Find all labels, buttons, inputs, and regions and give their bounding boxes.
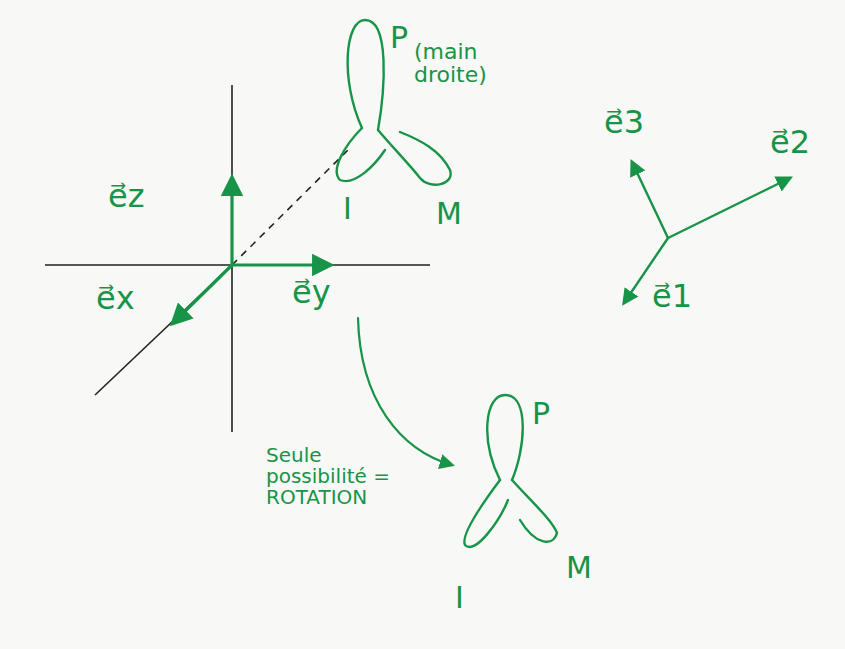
thumb-sketch: [487, 395, 522, 480]
dashed-axis: [232, 148, 350, 265]
middle-finger-sketch: [512, 480, 557, 542]
e2-vector: [668, 178, 790, 238]
e3-vector: [632, 162, 668, 238]
vertical-axis: [231, 85, 233, 432]
vector-label: e⃗z: [108, 180, 144, 214]
finger-letter: M: [566, 552, 592, 584]
horizontal-axis: [45, 264, 430, 266]
finger-letter: M: [436, 198, 462, 230]
finger-letter: I: [455, 582, 464, 614]
ez-vector: [230, 178, 233, 265]
vector-label: e⃗y: [292, 276, 331, 310]
finger-letter: P: [532, 398, 550, 430]
vector-label: e⃗x: [96, 282, 135, 316]
index-sketch: [337, 128, 385, 181]
vector-label: e⃗2: [770, 126, 810, 160]
depth-axis: [95, 265, 232, 395]
middle-finger-sketch: [378, 130, 451, 185]
vector-label: e⃗3: [604, 106, 644, 140]
finger-letter: I: [343, 193, 352, 225]
rotation-note: Seule possibilité = ROTATION: [266, 445, 398, 508]
ex-vector: [173, 265, 232, 323]
ey-vector: [232, 263, 330, 266]
finger-letter: P: [390, 22, 408, 54]
thumb-sketch: [348, 20, 384, 130]
index-sketch: [464, 480, 508, 547]
vector-label: e⃗1: [652, 280, 692, 314]
hand-note: (main droite): [414, 40, 506, 86]
transform-arrow: [358, 318, 452, 465]
